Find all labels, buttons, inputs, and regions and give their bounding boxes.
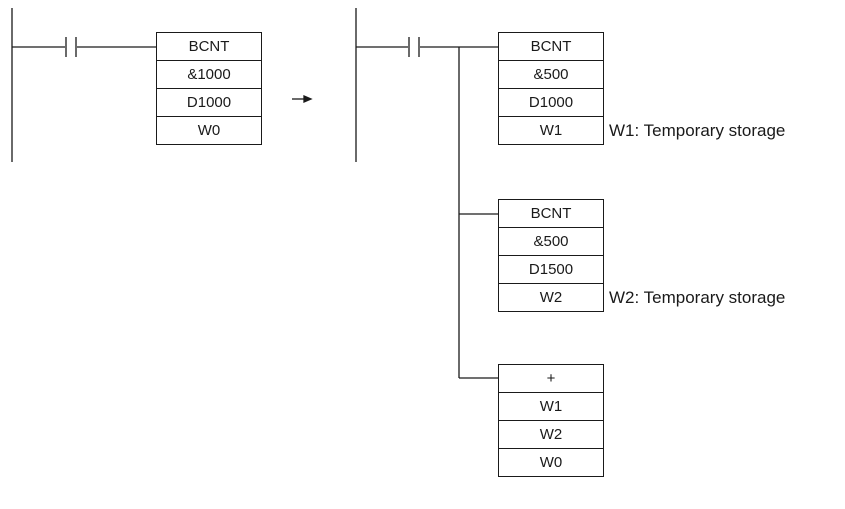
left-block-operand-3: W0: [156, 116, 262, 145]
block2-operand-3: W2: [498, 283, 604, 312]
left-block-operand-1: &1000: [156, 60, 262, 89]
block3-opcode: +: [498, 364, 604, 393]
note-w2: W2: Temporary storage: [609, 288, 786, 307]
transform-arrow-head: [303, 95, 313, 103]
note-w1: W1: Temporary storage: [609, 121, 786, 140]
block1-operand-1: &500: [498, 60, 604, 89]
block2-opcode: BCNT: [498, 199, 604, 228]
block2-operand-2: D1500: [498, 255, 604, 284]
block1-opcode: BCNT: [498, 32, 604, 61]
left-block-operand-2: D1000: [156, 88, 262, 117]
block3-operand-1: W1: [498, 392, 604, 421]
block2-operand-1: &500: [498, 227, 604, 256]
block3-operand-2: W2: [498, 420, 604, 449]
block1-operand-3: W1: [498, 116, 604, 145]
block1-operand-2: D1000: [498, 88, 604, 117]
block3-operand-3: W0: [498, 448, 604, 477]
left-block-opcode: BCNT: [156, 32, 262, 61]
